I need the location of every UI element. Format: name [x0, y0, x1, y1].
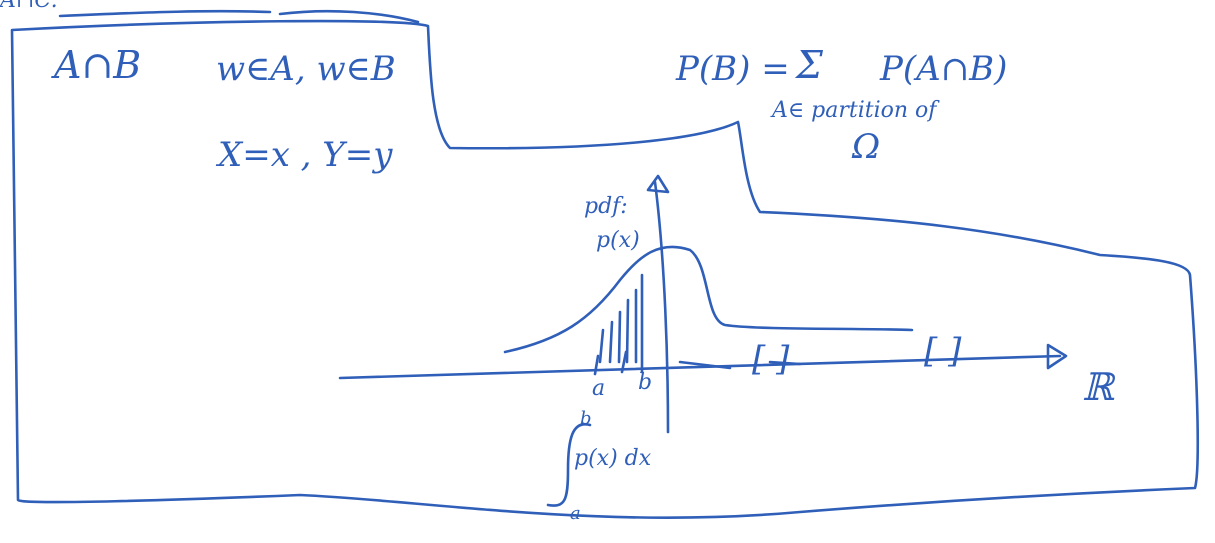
intersection-notation: A∩B	[54, 43, 142, 87]
sum-index-label: A∈ partition of	[772, 98, 937, 123]
interval-bracket-2: [ ]	[924, 331, 962, 371]
lower-bound-a: a	[592, 376, 606, 401]
integral-upper-limit: b	[580, 408, 592, 429]
y-axis-line	[653, 180, 670, 434]
header-fragment: A∩C:	[0, 0, 59, 13]
y-axis-arrowhead	[646, 174, 670, 194]
real-line-label: ℝ	[1082, 365, 1114, 409]
region-border	[10, 19, 1200, 519]
top-edge-stroke	[58, 9, 420, 24]
x-axis-arrowhead	[1046, 343, 1068, 370]
pdf-function-label: p(x)	[596, 228, 640, 253]
upper-bound-b: b	[638, 370, 653, 395]
x-axis-line	[338, 354, 1062, 380]
membership-notation: w∈A, w∈B	[216, 49, 396, 89]
total-probability-rhs: P(A∩B)	[880, 49, 1008, 89]
integral-sign	[546, 422, 592, 507]
pdf-label: pdf:	[584, 194, 628, 219]
sum-symbol: Σ	[796, 43, 823, 87]
random-variable-event: X=x , Y=y	[218, 135, 393, 175]
ab-brackets	[593, 350, 628, 376]
pdf-curve	[503, 245, 914, 354]
omega-symbol: Ω	[852, 127, 881, 167]
total-probability-lhs: P(B) =	[676, 49, 790, 89]
integral-lower-limit: a	[570, 503, 581, 524]
axis-tick-marks	[678, 360, 802, 370]
shaded-area-boundaries	[598, 273, 644, 374]
interval-bracket-1: [ ]	[752, 339, 790, 379]
integral-body: p(x) dx	[574, 446, 652, 471]
